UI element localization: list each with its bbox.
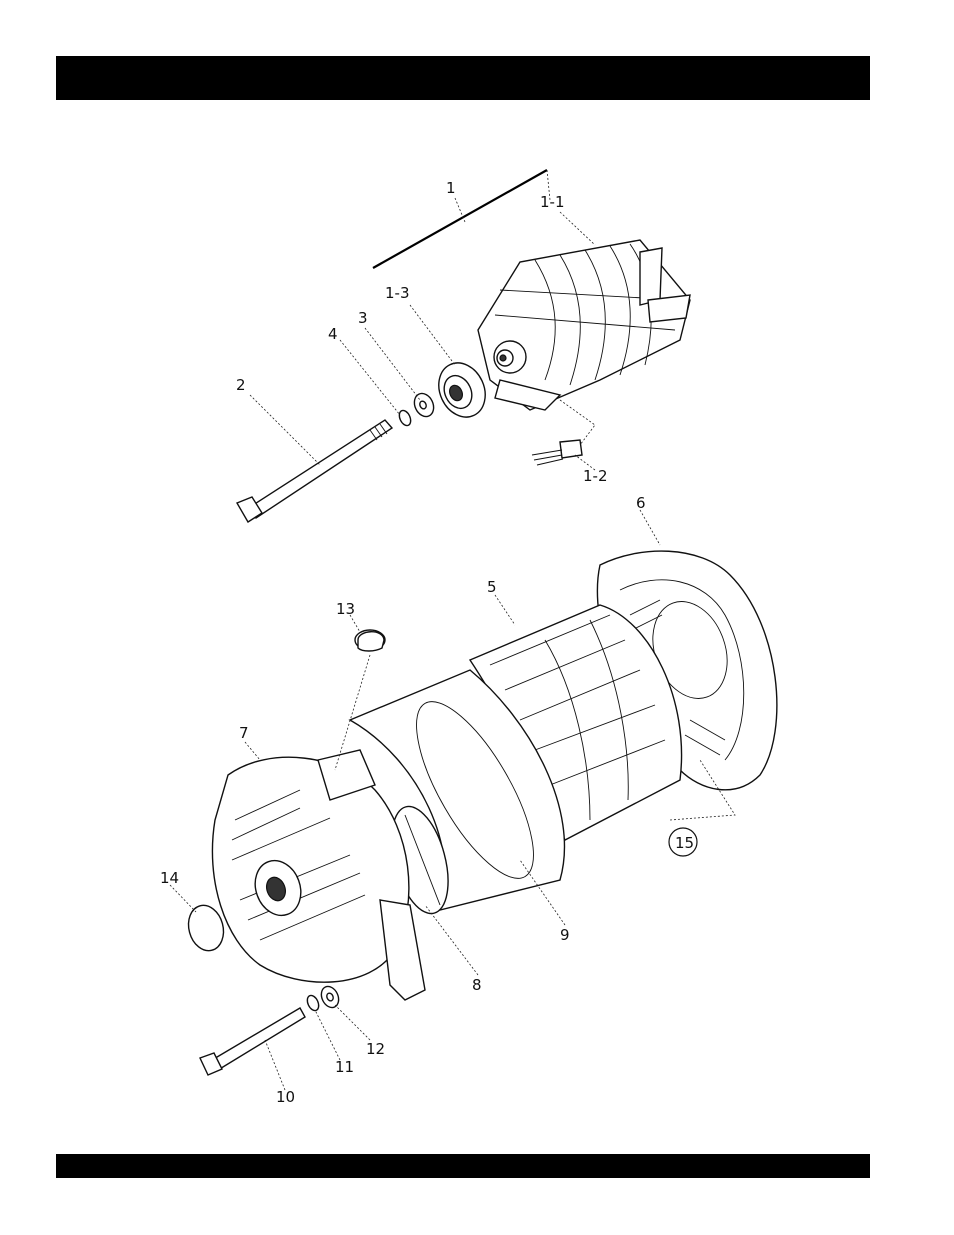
front-bracket [212,750,425,1000]
bolt-10 [200,1008,305,1075]
callout-1: 1 [446,179,456,197]
callout-1-2: 1-2 [583,467,608,485]
callout-6: 6 [636,494,646,512]
callout-3: 3 [358,309,368,327]
callout-10: 10 [276,1088,295,1106]
callout-13: 13 [336,600,355,618]
rotor [478,240,690,410]
through-bolt [237,420,392,522]
washer-3 [411,390,437,419]
callout-11: 11 [335,1058,354,1076]
callout-7: 7 [239,724,249,742]
diode [532,440,582,465]
callout-5: 5 [487,578,497,596]
callout-4: 4 [328,325,338,343]
callout-12: 12 [366,1040,385,1058]
lock-washer-4 [397,409,413,428]
washer-12 [318,984,342,1011]
rotor-assembly-bracket [373,170,550,268]
callout-9: 9 [560,926,570,944]
callout-15: 15 [675,834,694,852]
callout-1-3: 1-3 [385,284,410,302]
lock-washer-11 [305,994,321,1013]
callout-1-1: 1-1 [540,193,565,211]
callout-14: 14 [160,869,179,887]
callout-8: 8 [472,976,482,994]
bearing [430,355,494,424]
callout-2: 2 [236,376,246,394]
grommet [355,630,385,651]
